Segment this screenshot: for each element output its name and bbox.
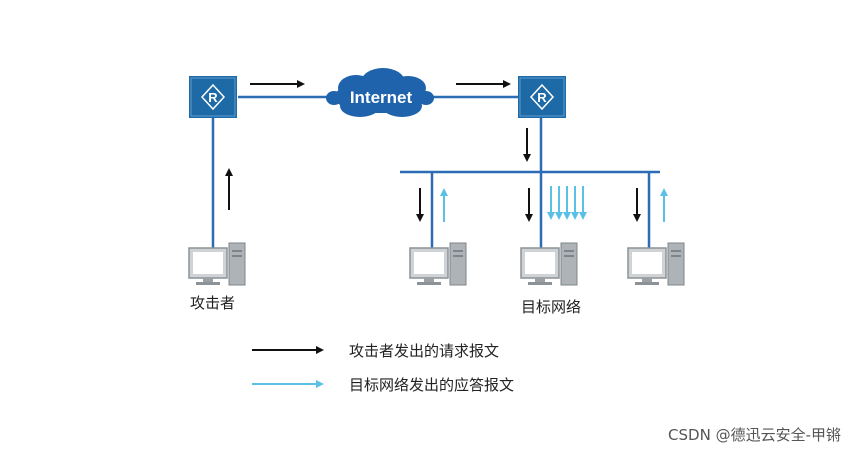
computer-target-1	[409, 242, 467, 286]
computer-target-2	[520, 242, 578, 286]
legend-request-text: 攻击者发出的请求报文	[349, 342, 500, 360]
router-left: R	[189, 76, 237, 118]
reply-arrows	[440, 186, 668, 222]
internet-cloud	[326, 68, 434, 117]
computer-target-3	[627, 242, 685, 286]
request-arrows	[225, 80, 641, 222]
router-left-glyph: R	[208, 90, 218, 105]
legend-reply-text: 目标网络发出的应答报文	[349, 376, 515, 394]
router-right: R	[518, 76, 566, 118]
internet-label: Internet	[350, 88, 413, 107]
computer-attacker	[188, 242, 246, 286]
target-network-label: 目标网络	[521, 298, 582, 316]
watermark: CSDN @德迅云安全-甲锵	[668, 426, 841, 444]
attacker-label: 攻击者	[190, 294, 236, 312]
network-links	[211, 95, 660, 248]
router-right-glyph: R	[537, 90, 547, 105]
